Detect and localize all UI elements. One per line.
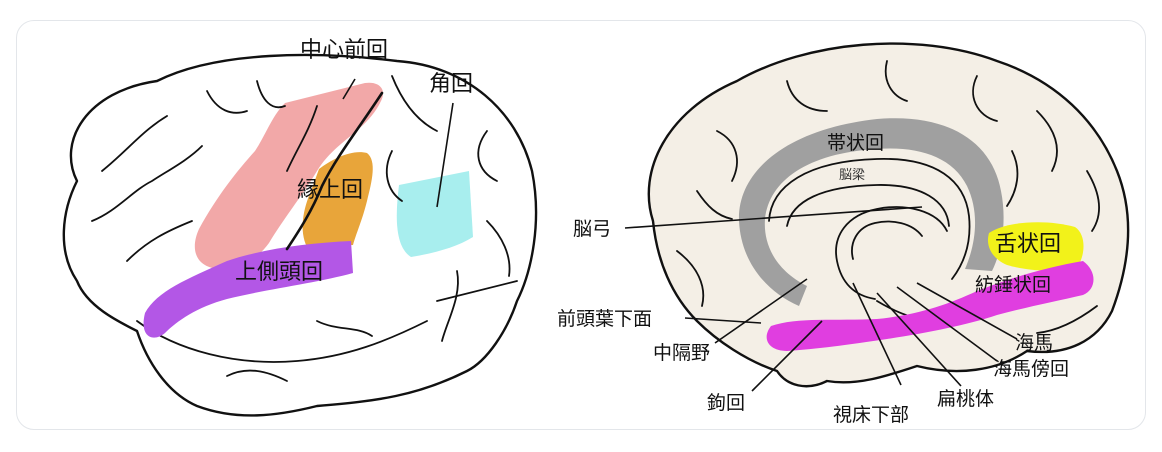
- lateral-temporal-edge: [136, 320, 428, 363]
- leader-uncus: [751, 320, 823, 392]
- central-sulcus: [285, 91, 384, 251]
- label-orbitofrontal: 前頭葉下面: [557, 308, 652, 330]
- fornix: [835, 206, 948, 300]
- lateral-fold: [226, 369, 288, 382]
- lateral-fold: [126, 220, 193, 262]
- label-lingual-gyrus: 舌状回: [995, 232, 1061, 257]
- lateral-fold: [436, 280, 518, 302]
- lateral-fold: [206, 90, 248, 114]
- label-precentral-gyrus: 中心前回: [300, 38, 388, 63]
- label-septal-area: 中隔野: [653, 342, 710, 364]
- region-angular: [396, 171, 473, 257]
- medial-fold: [676, 250, 705, 307]
- leader-hippocampus: [916, 282, 1018, 340]
- label-uncus: 鉤回: [707, 392, 745, 414]
- diagram-card: 中心前回 角回 縁上回 上側頭回: [16, 20, 1146, 430]
- leader-hypothalamus: [852, 282, 902, 386]
- label-amygdala: 扁桃体: [937, 388, 994, 410]
- lateral-fold: [256, 80, 286, 109]
- label-supramarginal-gyrus: 縁上回: [297, 178, 363, 203]
- label-parahippocampal-gyrus: 海馬傍回: [993, 358, 1069, 380]
- region-lingual: [987, 222, 1084, 271]
- medial-fold: [1036, 305, 1098, 334]
- medial-fold: [1036, 110, 1058, 172]
- leader-parahippocampal: [896, 286, 998, 362]
- fornix-inner: [851, 220, 923, 260]
- region-cingulate: [738, 118, 1004, 306]
- medial-fold: [1006, 150, 1019, 207]
- lateral-fold: [391, 75, 438, 132]
- lateral-fold: [477, 130, 498, 182]
- lateral-fold: [486, 220, 511, 277]
- medial-fold: [972, 75, 998, 122]
- medial-fold: [696, 190, 733, 220]
- label-cingulate-gyrus: 帯状回: [827, 132, 884, 154]
- region-fusiform: [766, 261, 1094, 351]
- leader-fornix: [624, 206, 923, 229]
- lateral-fold: [91, 145, 203, 222]
- label-superior-temporal-gyrus: 上側頭回: [235, 260, 323, 285]
- medial-fold: [786, 80, 828, 112]
- lateral-fold: [286, 105, 318, 172]
- region-precentral: [194, 82, 384, 269]
- lateral-fold: [316, 320, 373, 337]
- leader-septal: [714, 278, 808, 344]
- region-superior-temporal: [143, 241, 353, 338]
- label-fornix: 脳弓: [573, 218, 611, 240]
- label-hypothalamus: 視床下部: [833, 404, 909, 426]
- medial-fold: [716, 130, 738, 182]
- label-fusiform-gyrus: 紡錘状回: [975, 274, 1051, 296]
- lateral-brain: 中心前回 角回 縁上回 上側頭回: [62, 38, 538, 417]
- leader-orbitofrontal: [684, 317, 762, 324]
- leader-angular: [436, 102, 454, 208]
- medial-brain: 帯状回 脳梁 脳弓 舌状回 紡錘状回 前頭葉下面 中隔野 海馬 海馬傍回 鉤回 …: [557, 42, 1130, 426]
- corpus-callosum-lower: [786, 184, 950, 227]
- leader-amygdala: [876, 292, 962, 387]
- label-corpus-callosum: 脳梁: [839, 168, 865, 183]
- corpus-callosum: [768, 158, 971, 280]
- lateral-fold: [385, 150, 403, 202]
- region-supramarginal: [302, 152, 373, 247]
- lateral-fold: [101, 115, 168, 172]
- lateral-fold: [441, 270, 459, 342]
- leader-precentral: [342, 78, 356, 100]
- brain-diagrams: 中心前回 角回 縁上回 上側頭回: [62, 38, 1130, 426]
- label-hippocampus: 海馬: [1015, 332, 1053, 354]
- medial-fold: [884, 60, 908, 102]
- label-angular-gyrus: 角回: [429, 72, 473, 97]
- medial-fold: [1086, 170, 1100, 232]
